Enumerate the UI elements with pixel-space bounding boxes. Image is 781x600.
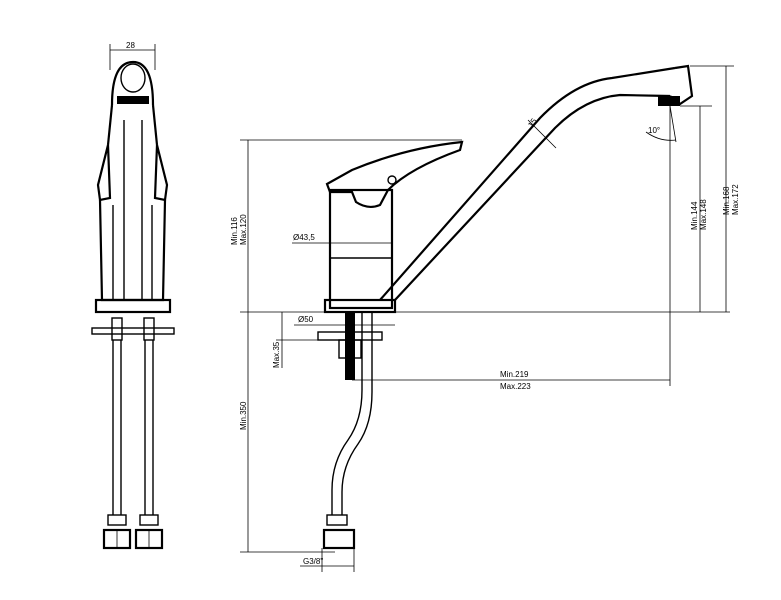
lever-height-min-label: Min.116	[230, 217, 239, 245]
side-body	[328, 188, 394, 310]
front-lever-left	[96, 144, 112, 202]
front-base-plate	[94, 298, 172, 314]
side-aerator	[658, 96, 680, 106]
reach-min-label: Min.219	[500, 370, 529, 379]
front-spout-head	[110, 60, 155, 106]
thread-label: G3/8"	[303, 557, 323, 566]
side-hose-ferrule	[326, 514, 348, 526]
side-spout-lower	[394, 93, 671, 301]
side-view	[317, 64, 694, 550]
side-base-plate	[323, 298, 397, 314]
spout-diameter-line	[527, 119, 557, 149]
width-label: 28	[126, 41, 135, 50]
side-fixing-nut	[338, 339, 362, 359]
front-neck-right	[151, 104, 159, 146]
outlet-height-max-label: Max.148	[699, 199, 708, 230]
front-lever-right	[153, 144, 169, 202]
total-height-max-label: Max.172	[731, 184, 740, 215]
angle-leg	[669, 105, 677, 143]
front-neck-left	[106, 104, 114, 146]
angle-arc	[645, 131, 677, 141]
spout-diameter-label: 15	[526, 116, 539, 129]
total-height-min-label: Min.168	[722, 186, 731, 215]
base-diameter-label: Ø50	[298, 315, 314, 324]
front-hose-ferrule-right	[139, 514, 159, 526]
lever-height-max-label: Max.120	[239, 214, 248, 245]
front-fixing-bar	[91, 327, 175, 335]
side-hose-a	[331, 312, 363, 515]
front-body-outline	[98, 199, 167, 302]
hose-length-label: Min.350	[239, 401, 248, 430]
front-view: 28	[91, 41, 175, 550]
body-diameter-label: Ø43,5	[293, 233, 315, 242]
front-hose-ferrule-left	[107, 514, 127, 526]
side-hose-nut	[322, 528, 356, 550]
reach-max-label: Max.223	[500, 382, 531, 391]
front-stud-left	[111, 317, 123, 341]
side-hose-b	[341, 312, 373, 515]
side-threaded-stud	[345, 312, 355, 380]
front-spout-opening	[120, 63, 146, 93]
outlet-height-min-label: Min.144	[690, 201, 699, 230]
front-aerator	[117, 96, 149, 104]
side-lever-pivot	[387, 175, 397, 185]
side-lever	[325, 140, 464, 209]
front-stud-right	[143, 317, 155, 341]
dimensions: Min.116 Max.120 Ø43,5 Ø50 Max.35 Min.350…	[230, 65, 740, 572]
side-spout-upper	[379, 66, 676, 301]
angle-label: 10°	[648, 126, 660, 135]
thickness-label: Max.35	[272, 341, 281, 368]
